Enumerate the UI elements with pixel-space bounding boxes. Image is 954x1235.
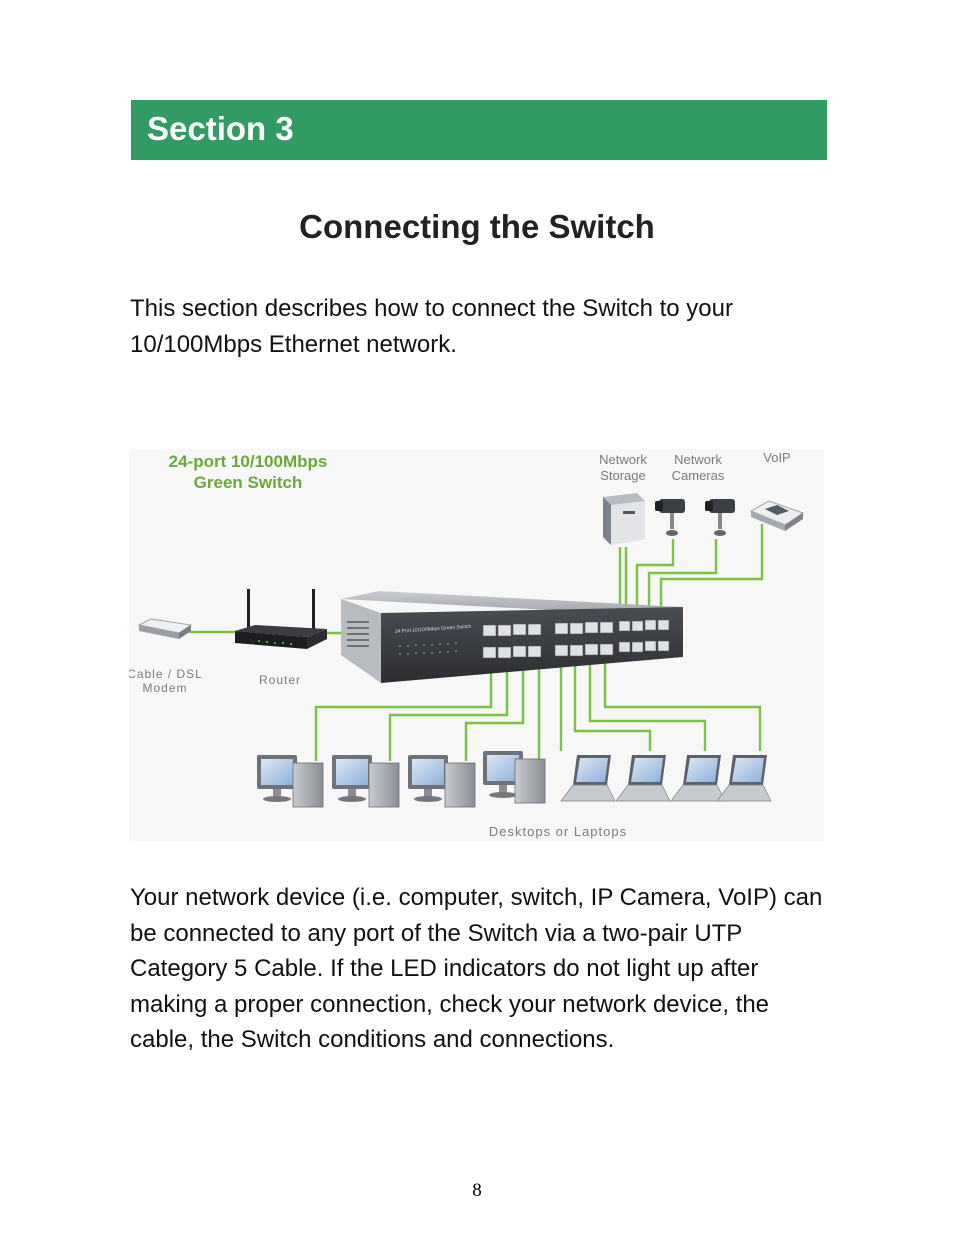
- laptop-icon: [670, 755, 726, 802]
- laptop-icon: [716, 755, 772, 802]
- intro-paragraph: This section describes how to connect th…: [130, 295, 733, 358]
- network-storage-icon: [603, 493, 645, 545]
- router-icon: [235, 589, 327, 649]
- switch-front-label: 24 Port 10/100Mbps Green Switch: [395, 624, 472, 635]
- switch-icon: 24 Port 10/100Mbps Green Switch: [341, 591, 683, 683]
- desktop-computer-icon: [483, 751, 546, 804]
- network-camera-icon: [655, 499, 685, 536]
- body-paragraph: Your network device (i.e. computer, swit…: [130, 884, 823, 1053]
- storage-label-line1: Network: [599, 452, 647, 467]
- voip-label: VoIP: [763, 450, 790, 465]
- cameras-label-line2: Cameras: [672, 468, 725, 483]
- storage-label-line2: Storage: [600, 468, 646, 483]
- laptop-icon: [615, 755, 671, 802]
- desktops-laptops-label: Desktops or Laptops: [489, 824, 627, 839]
- switch-title-line2: Green Switch: [194, 473, 303, 492]
- network-cables: [189, 524, 764, 761]
- modem-label-line2: Modem: [142, 681, 187, 695]
- desktop-computer-icon: [332, 755, 400, 808]
- network-connection-diagram: 24-port 10/100Mbps Green Switch Network …: [129, 449, 824, 841]
- network-camera-icon: [705, 499, 735, 536]
- section-header-bar: Section 3: [131, 100, 827, 160]
- cable-modem-icon: [137, 618, 193, 639]
- desktop-computer-icon: [408, 755, 476, 808]
- voip-device-icon: [749, 500, 805, 531]
- laptop-icon: [560, 755, 616, 802]
- page-title: Connecting the Switch: [299, 208, 655, 245]
- cameras-label-line1: Network: [674, 452, 722, 467]
- section-label: Section 3: [147, 110, 294, 147]
- modem-label-line1: Cable / DSL: [129, 667, 203, 681]
- desktop-computer-icon: [257, 755, 324, 808]
- page-number: 8: [472, 1180, 482, 1201]
- router-label: Router: [259, 673, 301, 687]
- switch-title-line1: 24-port 10/100Mbps: [169, 452, 328, 471]
